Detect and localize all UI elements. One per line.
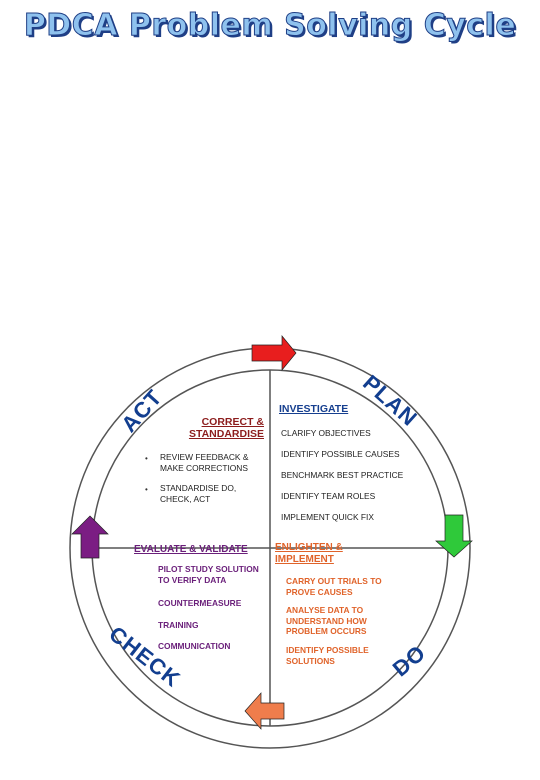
- plan-item-3: BENCHMARK BEST PRACTICE: [281, 470, 404, 480]
- act-item-1-line1: REVIEW FEEDBACK &: [160, 452, 249, 462]
- check-item-1-line2: TO VERIFY DATA: [158, 574, 227, 585]
- do-item-1-line1: CARRY OUT TRIALS TO: [286, 576, 382, 586]
- check-item-2: COUNTERMEASURE: [158, 598, 242, 608]
- act-heading-line1: CORRECT &: [201, 416, 264, 428]
- check-heading: EVALUATE & VALIDATE: [134, 544, 248, 555]
- do-item-2-line1: ANALYSE DATA TO: [286, 605, 364, 615]
- do-item-1: CARRY OUT TRIALS TO PROVE CAUSES: [286, 576, 382, 597]
- plan-heading: INVESTIGATE: [279, 403, 349, 415]
- plan-item-2: IDENTIFY POSSIBLE CAUSES: [281, 449, 400, 459]
- arrow-left-bottom-icon: [244, 692, 285, 730]
- act-bullet-1: •: [145, 454, 148, 463]
- act-heading: CORRECT & STANDARDISE: [176, 416, 264, 440]
- act-item-2: STANDARDISE DO, CHECK, ACT: [160, 483, 236, 504]
- act-heading-line2: STANDARDISE: [188, 428, 264, 440]
- do-heading-line1: ENLIGHTEN &: [275, 542, 343, 553]
- act-item-2-line1: STANDARDISE DO,: [160, 483, 237, 493]
- check-item-4: COMMUNICATION: [158, 641, 231, 651]
- page-title: PDCA Problem Solving Cycle: [23, 8, 517, 44]
- do-item-3: IDENTIFY POSSIBLE SOLUTIONS: [286, 645, 369, 666]
- do-heading: ENLIGHTEN & IMPLEMENT: [275, 542, 343, 566]
- do-item-2-line3: PROBLEM OCCURS: [286, 626, 367, 636]
- plan-item-4: IDENTIFY TEAM ROLES: [281, 491, 376, 501]
- plan-item-1: CLARIFY OBJECTIVES: [281, 428, 371, 438]
- arrow-up-left-icon: [71, 515, 109, 559]
- do-item-3-line1: IDENTIFY POSSIBLE: [286, 645, 369, 655]
- act-item-2-line2: CHECK, ACT: [160, 493, 211, 504]
- do-item-2-line2: UNDERSTAND HOW: [286, 615, 367, 626]
- do-item-1-line2: PROVE CAUSES: [286, 586, 353, 597]
- do-item-3-line2: SOLUTIONS: [286, 655, 335, 666]
- do-item-2: ANALYSE DATA TO UNDERSTAND HOW PROBLEM O…: [286, 605, 367, 637]
- do-heading-line2: IMPLEMENT: [275, 554, 334, 565]
- arrow-down-right-icon: [435, 514, 473, 558]
- act-item-1-line2: MAKE CORRECTIONS: [160, 462, 248, 473]
- check-item-1-line1: PILOT STUDY SOLUTION: [158, 564, 259, 574]
- check-item-1: PILOT STUDY SOLUTION TO VERIFY DATA: [158, 564, 259, 585]
- arrow-right-top-icon: [251, 335, 297, 371]
- plan-item-5: IMPLEMENT QUICK FIX: [281, 512, 374, 522]
- act-bullet-2: •: [145, 485, 148, 494]
- check-item-3: TRAINING: [158, 620, 199, 630]
- act-item-1: REVIEW FEEDBACK & MAKE CORRECTIONS: [160, 452, 248, 473]
